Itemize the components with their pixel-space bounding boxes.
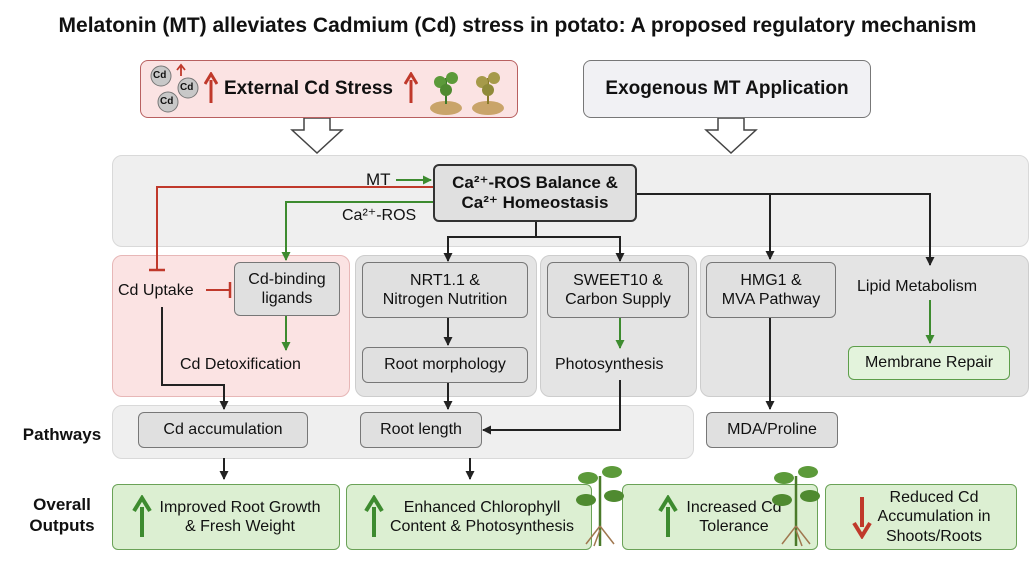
nrt-box: NRT1.1 & Nitrogen Nutrition bbox=[362, 262, 528, 318]
hmg-line-2: MVA Pathway bbox=[721, 291, 821, 308]
up-arrow-icon bbox=[131, 495, 152, 537]
output-2-line-1: Enhanced Chlorophyll bbox=[403, 498, 561, 516]
output-reduced-cd-box: Reduced Cd Accumulation in Shoots/Roots bbox=[825, 484, 1017, 550]
potato-plant-icon bbox=[430, 72, 504, 115]
cd-token-3: Cd bbox=[160, 96, 174, 107]
up-arrow-icon bbox=[364, 495, 384, 537]
potato-plant-icon bbox=[772, 466, 820, 547]
hub-line-2: Ca²⁺ Homeostasis bbox=[461, 193, 609, 212]
output-4-line-2: Accumulation in bbox=[877, 508, 991, 526]
potato-plant-icon bbox=[576, 466, 624, 547]
to-lipid-line bbox=[637, 193, 935, 266]
stress-down-arrow bbox=[290, 117, 344, 155]
up-arrow-icon bbox=[204, 72, 218, 103]
nrt-line-2: Nitrogen Nutrition bbox=[382, 291, 508, 308]
sweet-box: SWEET10 & Carbon Supply bbox=[547, 262, 689, 318]
outputs-label-2: Outputs bbox=[29, 516, 95, 536]
output-4-line-1: Reduced Cd bbox=[889, 489, 979, 507]
output-4-line-3: Shoots/Roots bbox=[885, 527, 983, 545]
root-morphology-box: Root morphology bbox=[362, 347, 528, 383]
cd-binding-line-1: Cd-binding bbox=[248, 270, 326, 288]
mda-proline-box: MDA/Proline bbox=[706, 412, 838, 448]
output-1-line-1: Improved Root Growth bbox=[159, 498, 321, 516]
nrt-line-1: NRT1.1 & bbox=[410, 271, 480, 289]
hmg-line-1: HMG1 & bbox=[740, 271, 802, 289]
output-1-line-2: & Fresh Weight bbox=[185, 518, 295, 535]
output-3-line-2: Tolerance bbox=[699, 518, 769, 535]
pathways-label: Pathways bbox=[22, 425, 102, 444]
diagram-title: Melatonin (MT) alleviates Cadmium (Cd) s… bbox=[58, 14, 977, 37]
photosynthesis-label: Photosynthesis bbox=[555, 356, 664, 373]
output-chlorophyll-box: Enhanced Chlorophyll Content & Photosynt… bbox=[346, 484, 592, 550]
outputs-label: Overall Outputs bbox=[14, 494, 110, 537]
output-root-growth-box: Improved Root Growth & Fresh Weight bbox=[112, 484, 340, 550]
exogenous-mt-box: Exogenous MT Application bbox=[583, 60, 871, 118]
cd-binding-ligands-box: Cd-binding ligands bbox=[234, 262, 340, 316]
cd-detox-label: Cd Detoxification bbox=[180, 356, 301, 373]
mt-down-arrow bbox=[704, 117, 758, 155]
hub-split-line bbox=[447, 236, 621, 260]
cd-accumulation-box: Cd accumulation bbox=[138, 412, 308, 448]
output-3-line-1: Increased Cd bbox=[686, 498, 782, 516]
output-2-line-2: Content & Photosynthesis bbox=[389, 518, 575, 535]
hmg-box: HMG1 & MVA Pathway bbox=[706, 262, 836, 318]
cd-ion-icon bbox=[150, 63, 199, 113]
activate-ligands-line bbox=[281, 201, 433, 261]
cd-uptake-label: Cd Uptake bbox=[118, 282, 194, 299]
inhibit-uptake-line bbox=[156, 186, 433, 270]
up-arrow-icon bbox=[658, 495, 679, 537]
root-length-box: Root length bbox=[360, 412, 482, 448]
cd-token-1: Cd bbox=[153, 70, 167, 81]
cd-binding-line-2: ligands bbox=[261, 290, 313, 307]
up-arrow-icon bbox=[404, 72, 418, 103]
hub-line-1: Ca²⁺-ROS Balance & bbox=[452, 172, 618, 192]
ca-ros-hub-box: Ca²⁺-ROS Balance & Ca²⁺ Homeostasis bbox=[433, 164, 637, 222]
lipid-label: Lipid Metabolism bbox=[857, 278, 978, 295]
down-arrow-icon bbox=[851, 497, 872, 539]
outputs-label-1: Overall bbox=[33, 495, 91, 514]
sweet-line-2: Carbon Supply bbox=[565, 291, 671, 308]
sweet-line-1: SWEET10 & bbox=[573, 271, 663, 289]
mt-label: MT bbox=[366, 170, 391, 189]
stress-label: External Cd Stress bbox=[224, 78, 393, 99]
ca-ros-label: Ca²⁺-ROS bbox=[342, 207, 417, 224]
cd-token-2: Cd bbox=[180, 82, 194, 93]
membrane-repair-box: Membrane Repair bbox=[848, 346, 1010, 380]
